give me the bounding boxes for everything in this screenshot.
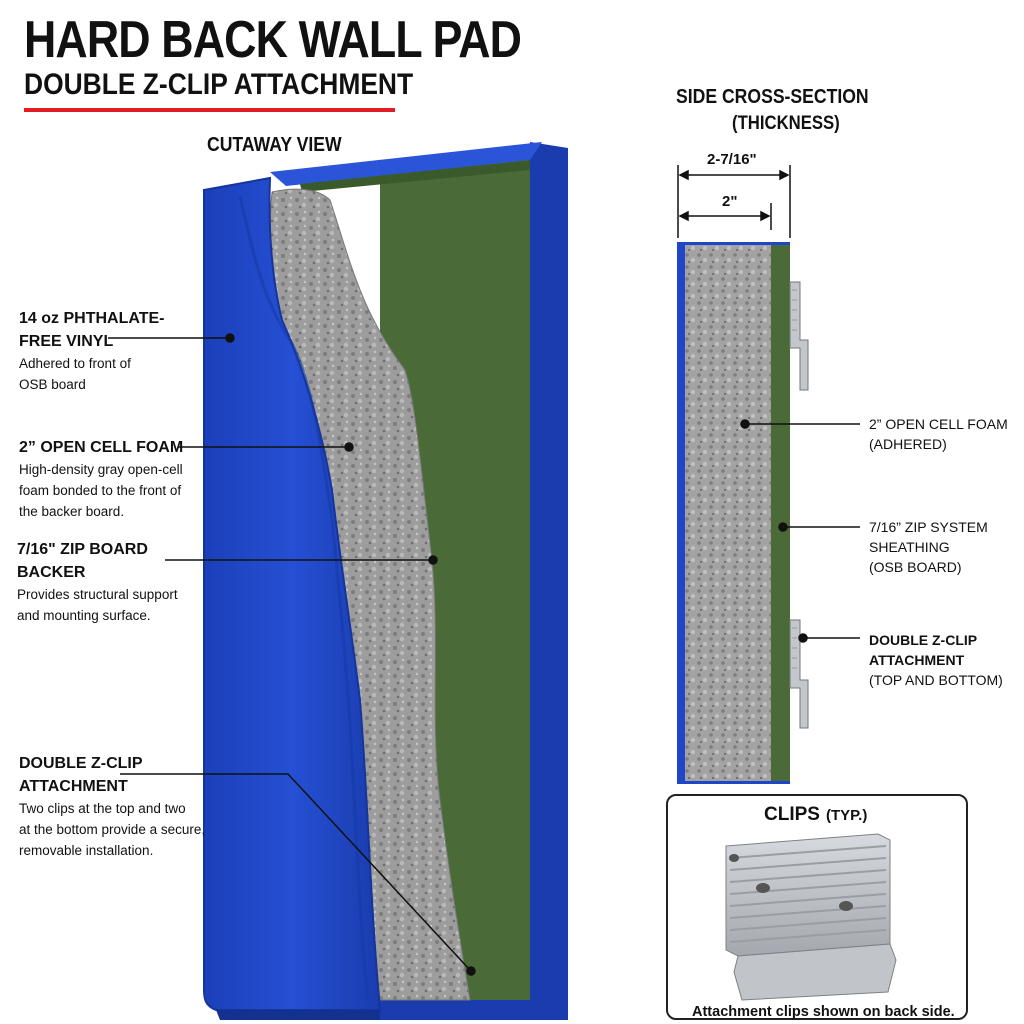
side-label-foam: 2” OPEN CELL FOAM (ADHERED) [869,414,1008,454]
title-underline [24,108,395,112]
side-label-zip-2: SHEATHING [869,539,950,555]
label-vinyl-desc-2: OSB board [19,377,86,392]
cutaway-title: CUTAWAY VIEW [207,134,342,156]
label-zclip-desc-3: removable installation. [19,843,154,858]
label-foam: 2” OPEN CELL FOAM High-density gray open… [19,436,194,522]
page-title: HARD BACK WALL PAD [24,11,522,69]
label-zip-head-2: BACKER [17,564,86,581]
label-zip-desc-2: and mounting surface. [17,608,151,623]
label-foam-desc-2: foam bonded to the front of [19,483,182,498]
side-label-zclip-1: DOUBLE Z-CLIP [869,632,978,648]
vinyl-front [203,176,382,1011]
label-zip-head-1: 7/16" ZIP BOARD [17,541,148,558]
side-label-foam-2: (ADHERED) [869,436,947,452]
clips-panel: CLIPS (TYP.) Attachment clips shown on ba… [666,794,968,1020]
clips-title: CLIPS (TYP.) [764,804,867,826]
label-zip-desc-1: Provides structural support [17,587,178,602]
label-zclip-head-1: DOUBLE Z-CLIP [19,755,143,772]
label-z-clip: DOUBLE Z-CLIP ATTACHMENT Two clips at th… [19,752,209,861]
page-subtitle: DOUBLE Z-CLIP ATTACHMENT [24,68,414,101]
label-zclip-desc-1: Two clips at the top and two [19,801,186,816]
clips-caption: Attachment clips shown on back side. [692,1004,955,1020]
label-foam-head-1: 2” OPEN CELL FOAM [19,439,184,456]
label-foam-desc-1: High-density gray open-cell [19,462,183,477]
label-zclip-desc-2: at the bottom provide a secure, [19,822,206,837]
side-label-zip-3: (OSB BOARD) [869,559,962,575]
side-label-z-clip: DOUBLE Z-CLIP ATTACHMENT (TOP AND BOTTOM… [869,630,1003,690]
side-label-zip-1: 7/16” ZIP SYSTEM [869,519,988,535]
section-vinyl [677,242,685,784]
label-foam-desc-3: the backer board. [19,504,125,519]
side-section-title: SIDE CROSS-SECTION [676,86,869,108]
side-section-subtitle: (THICKNESS) [732,113,840,134]
side-label-foam-1: 2” OPEN CELL FOAM [869,416,1008,432]
section-foam [685,244,771,782]
clip-illustration [725,833,897,1001]
side-label-zclip-3: (TOP AND BOTTOM) [869,672,1003,688]
dim-foam-thickness: 2" [722,193,738,210]
dim-total-thickness: 2-7/16" [707,151,757,168]
label-zip-board: 7/16" ZIP BOARD BACKER Provides structur… [17,538,192,626]
label-vinyl-head-2: FREE VINYL [19,333,114,350]
label-zclip-head-2: ATTACHMENT [19,778,128,795]
label-vinyl-desc-1: Adhered to front of [19,356,131,371]
vinyl-frame [270,142,568,1020]
label-vinyl: 14 oz PHTHALATE- FREE VINYL Adhered to f… [19,307,194,395]
clips-typ: (TYP.) [825,807,868,824]
label-vinyl-head-1: 14 oz PHTHALATE- [19,310,165,327]
section-z-clip-top [789,281,809,391]
section-zip [771,242,790,784]
clips-title-text: CLIPS [764,804,820,825]
side-label-zip: 7/16” ZIP SYSTEM SHEATHING (OSB BOARD) [869,517,988,577]
side-label-zclip-2: ATTACHMENT [869,652,965,668]
